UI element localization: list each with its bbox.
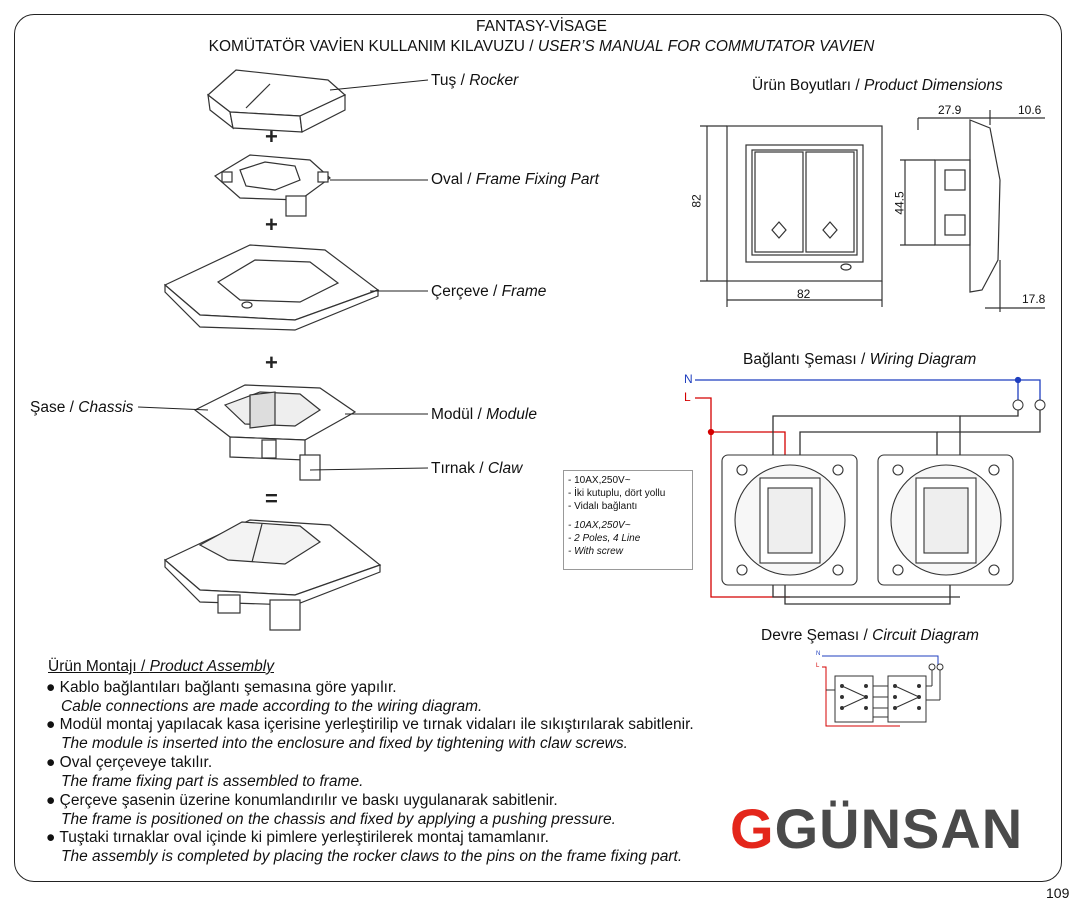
gunsan-logo: GGÜNSAN [730, 796, 1023, 861]
final-assembly-illustration [163, 519, 382, 631]
dim-depth-279: 27.9 [938, 103, 962, 117]
wiring-n-label: N [684, 372, 693, 386]
logo-mark: G [730, 797, 775, 860]
assembly-step-1-en: Cable connections are made according to … [61, 698, 483, 715]
plus-sign: + [265, 124, 278, 149]
label-module: Modül / Module [431, 406, 537, 423]
assembly-step-4-en: The frame is positioned on the chassis a… [61, 811, 616, 828]
assembly-title: Ürün Montajı / Product Assembly [48, 658, 274, 675]
wiring-module-right [877, 454, 1014, 586]
chassis-module-illustration [193, 384, 357, 481]
dimensions-title: Ürün Boyutları / Product Dimensions [752, 77, 1003, 94]
circuit-title: Devre Şeması / Circuit Diagram [761, 627, 979, 644]
logo-text: GÜNSAN [774, 797, 1024, 860]
assembly-step-3-en: The frame fixing part is assembled to fr… [61, 773, 364, 790]
assembly-step-5: ● Tuştaki tırnaklar oval içinde ki pimle… [46, 829, 549, 846]
spec-tr-line: - İki kutuplu, dört yollu [568, 488, 666, 499]
label-frame: Çerçeve / Frame [431, 283, 547, 300]
dim-width: 82 [797, 287, 811, 301]
front-view-outline [726, 125, 883, 282]
wiring-title: Bağlantı Şeması / Wiring Diagram [743, 351, 977, 368]
label-rocker: Tuş / Rocker [431, 72, 519, 89]
spec-en-line: - 10AX,250V~ [568, 520, 631, 531]
plus-sign: + [265, 212, 278, 237]
circuit-l-label: L [816, 663, 820, 669]
brand-title: FANTASY-VİSAGE [476, 18, 607, 35]
page-number: 109 [1046, 885, 1070, 901]
page-border [14, 14, 1062, 882]
wiring-module-left [721, 454, 858, 586]
assembly-step-3: ● Oval çerçeveye takılır. [46, 754, 213, 771]
assembly-step-5-en: The assembly is completed by placing the… [61, 848, 683, 865]
frame-fixing-part-illustration [213, 154, 331, 217]
plus-sign: + [265, 350, 278, 375]
dim-depth-178: 17.8 [1022, 292, 1046, 306]
spec-en-line: - 2 Poles, 4 Line [568, 533, 641, 544]
side-view-outline [969, 119, 1001, 293]
spec-tr-line: - Vidalı bağlantı [568, 501, 638, 512]
label-frame-fixing-part: Oval / Frame Fixing Part [431, 171, 599, 188]
spec-box: - 10AX,250V~ - İki kutuplu, dört yollu -… [563, 470, 693, 570]
equals-sign: = [265, 486, 278, 511]
label-claw: Tırnak / Claw [431, 460, 523, 477]
spec-tr-line: - 10AX,250V~ [568, 475, 631, 486]
frame-illustration [163, 244, 380, 331]
wiring-l-label: L [684, 390, 691, 404]
spec-en-line: - With screw [568, 546, 623, 557]
label-chassis: Şase / Chassis [30, 399, 134, 416]
assembly-step-2: ● Modül montaj yapılacak kasa içerisine … [46, 716, 694, 733]
manual-title: KOMÜTATÖR VAVİEN KULLANIM KILAVUZU / USE… [208, 38, 875, 55]
assembly-step-4: ● Çerçeve şasenin üzerine konumlandırılı… [46, 792, 558, 809]
assembly-step-1: ● Kablo bağlantıları bağlantı şemasına g… [46, 679, 397, 696]
circuit-n-label: N [816, 651, 821, 657]
dim-depth-106: 10.6 [1018, 103, 1042, 117]
rocker-illustration [207, 69, 347, 133]
assembly-step-2-en: The module is inserted into the enclosur… [61, 735, 628, 752]
